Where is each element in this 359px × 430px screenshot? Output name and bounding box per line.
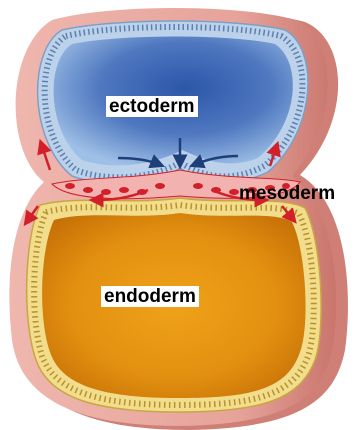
ectoderm-label: ectoderm	[106, 96, 198, 117]
mesoderm-label: mesoderm	[239, 183, 335, 204]
endoderm-label: endoderm	[101, 286, 199, 307]
